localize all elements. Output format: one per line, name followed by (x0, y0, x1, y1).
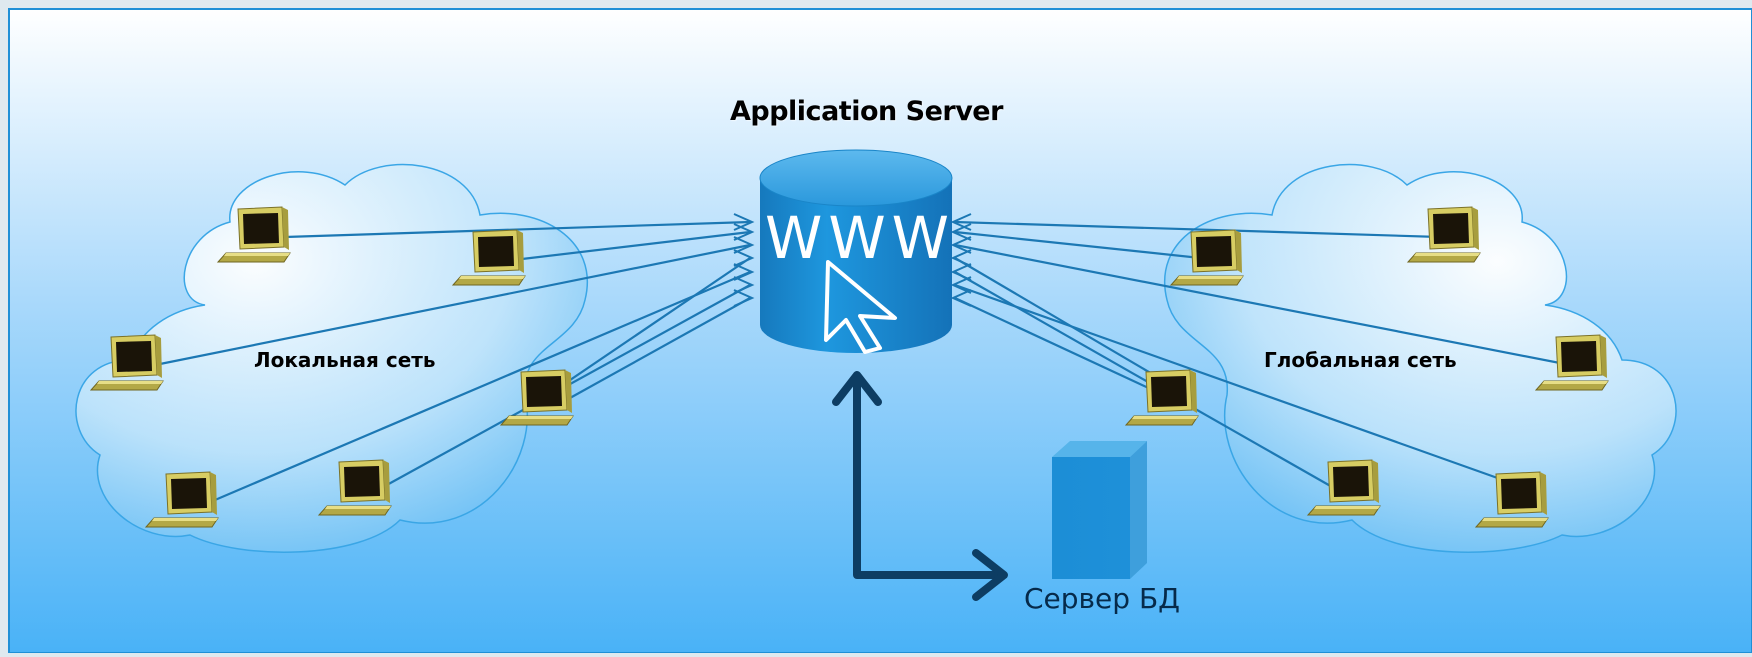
application-server-title: Application Server (730, 96, 1003, 127)
db-link-arrow (832, 371, 1008, 601)
global-network-cloud (1164, 163, 1677, 553)
server-box-icon (1052, 441, 1147, 579)
local-arrowheads (733, 213, 755, 307)
global-arrowheads (950, 213, 972, 307)
database-cylinder-icon: WWW (759, 149, 955, 353)
local-connections (159, 220, 751, 502)
www-text: WWW (765, 204, 955, 272)
cursor-arrow-icon (824, 260, 897, 354)
global-network-label: Глобальная сеть (1264, 348, 1457, 372)
db-server-label: Сервер БД (1024, 582, 1181, 615)
local-network-label: Локальная сеть (254, 348, 436, 372)
